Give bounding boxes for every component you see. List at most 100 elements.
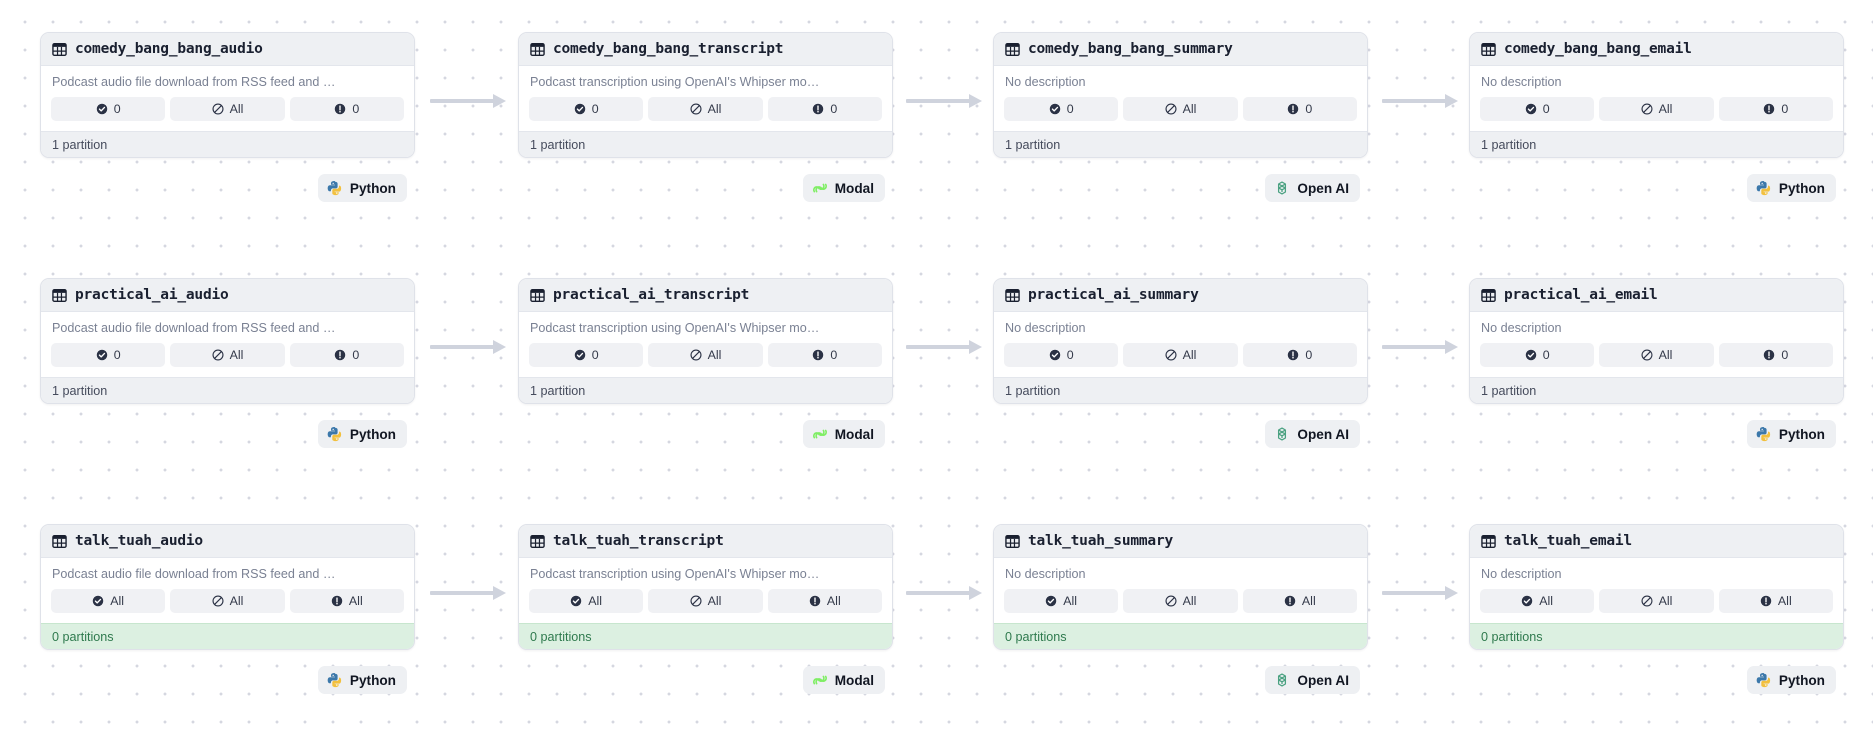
compute-kind-chip[interactable]: Open AI xyxy=(1265,666,1360,694)
partition-count-label: 1 partition xyxy=(1005,383,1061,398)
compute-kind-chip[interactable]: Python xyxy=(317,666,407,694)
status-badge[interactable]: 0 xyxy=(289,343,404,367)
asset-partition-footer[interactable]: 1 partition xyxy=(1470,377,1843,403)
asset-node-header[interactable]: practical_ai_summary xyxy=(994,279,1367,312)
asset-partition-footer[interactable]: 0 partitions xyxy=(1470,623,1843,649)
asset-node-header[interactable]: comedy_bang_bang_email xyxy=(1470,33,1843,66)
status-badge-value: All xyxy=(348,594,363,608)
status-badge[interactable]: 0 xyxy=(51,97,166,121)
status-badge[interactable]: All xyxy=(1242,589,1357,613)
status-badge[interactable]: All xyxy=(529,589,644,613)
status-badge[interactable]: All xyxy=(1123,343,1238,367)
status-badge[interactable]: 0 xyxy=(51,343,166,367)
status-badge[interactable]: All xyxy=(1123,97,1238,121)
asset-node-header[interactable]: talk_tuah_summary xyxy=(994,525,1367,558)
status-badge-value: All xyxy=(707,102,722,116)
compute-kind-chip[interactable]: Open AI xyxy=(1265,174,1360,202)
asset-node-header[interactable]: comedy_bang_bang_audio xyxy=(41,33,414,66)
compute-kind-label: Python xyxy=(1778,426,1825,442)
asset-partition-footer[interactable]: 0 partitions xyxy=(519,623,892,649)
python-logo-icon xyxy=(1756,181,1771,196)
status-badge[interactable]: 0 xyxy=(767,343,882,367)
table-icon xyxy=(1005,534,1020,548)
status-badge[interactable]: All xyxy=(767,589,882,613)
status-badge[interactable]: 0 xyxy=(289,97,404,121)
asset-node-header[interactable]: comedy_bang_bang_summary xyxy=(994,33,1367,66)
asset-partition-footer[interactable]: 1 partition xyxy=(994,377,1367,403)
status-badge[interactable]: 0 xyxy=(1242,343,1357,367)
status-badge[interactable]: All xyxy=(1599,589,1714,613)
asset-node-header[interactable]: practical_ai_email xyxy=(1470,279,1843,312)
compute-kind-chip[interactable]: Python xyxy=(1746,666,1836,694)
compute-kind-chip[interactable]: Python xyxy=(1746,420,1836,448)
asset-node-header[interactable]: talk_tuah_transcript xyxy=(519,525,892,558)
compute-kind-chip[interactable]: Python xyxy=(317,174,407,202)
status-badge[interactable]: 0 xyxy=(529,343,644,367)
partition-count-label: 1 partition xyxy=(1005,137,1061,152)
asset-partition-footer[interactable]: 1 partition xyxy=(994,131,1367,157)
status-badge[interactable]: 0 xyxy=(767,97,882,121)
status-badge[interactable]: All xyxy=(170,343,285,367)
status-badge[interactable]: All xyxy=(1004,589,1119,613)
status-badge-value: All xyxy=(707,348,722,362)
compute-kind-chip[interactable]: Modal xyxy=(802,174,885,202)
status-badge[interactable]: 0 xyxy=(1004,97,1119,121)
table-icon xyxy=(52,42,67,56)
status-badge[interactable]: All xyxy=(648,97,763,121)
asset-partition-footer[interactable]: 1 partition xyxy=(519,377,892,403)
status-badge[interactable]: All xyxy=(648,343,763,367)
status-badge[interactable]: 0 xyxy=(1718,97,1833,121)
asset-partition-footer[interactable]: 1 partition xyxy=(41,377,414,403)
status-badge[interactable]: 0 xyxy=(529,97,644,121)
compute-kind-chip[interactable]: Modal xyxy=(802,420,885,448)
status-badge[interactable]: All xyxy=(1599,97,1714,121)
asset-partition-footer[interactable]: 1 partition xyxy=(41,131,414,157)
status-badge-value: 0 xyxy=(113,102,121,116)
status-badge[interactable]: 0 xyxy=(1004,343,1119,367)
compute-kind-chip[interactable]: Modal xyxy=(802,666,885,694)
status-badge[interactable]: All xyxy=(648,589,763,613)
status-badge[interactable]: 0 xyxy=(1480,97,1595,121)
status-badge[interactable]: 0 xyxy=(1480,343,1595,367)
status-badge[interactable]: All xyxy=(1480,589,1595,613)
asset-partition-footer[interactable]: 0 partitions xyxy=(41,623,414,649)
asset-node-header[interactable]: comedy_bang_bang_transcript xyxy=(519,33,892,66)
compute-kind-chip[interactable]: Python xyxy=(317,420,407,448)
status-badge[interactable]: All xyxy=(170,97,285,121)
status-badge-value: 0 xyxy=(591,102,599,116)
asset-partition-footer[interactable]: 1 partition xyxy=(1470,131,1843,157)
status-badge[interactable]: 0 xyxy=(1718,343,1833,367)
status-badge[interactable]: All xyxy=(289,589,404,613)
status-badge[interactable]: All xyxy=(1599,343,1714,367)
compute-kind-chip[interactable]: Open AI xyxy=(1265,420,1360,448)
asset-partition-footer[interactable]: 0 partitions xyxy=(994,623,1367,649)
asset-node-header[interactable]: practical_ai_audio xyxy=(41,279,414,312)
flow-arrow xyxy=(430,340,506,354)
asset-node-header[interactable]: talk_tuah_email xyxy=(1470,525,1843,558)
compute-kind-chip[interactable]: Python xyxy=(1746,174,1836,202)
status-badge[interactable]: All xyxy=(51,589,166,613)
status-badge[interactable]: 0 xyxy=(1242,97,1357,121)
status-badge-value: All xyxy=(110,594,125,608)
status-badge[interactable]: All xyxy=(170,589,285,613)
status-badge[interactable]: All xyxy=(1718,589,1833,613)
status-badge[interactable]: All xyxy=(1123,589,1238,613)
status-badge-value: All xyxy=(707,594,722,608)
asset-partition-footer[interactable]: 1 partition xyxy=(519,131,892,157)
asset-node-header[interactable]: talk_tuah_audio xyxy=(41,525,414,558)
asset-node-header[interactable]: practical_ai_transcript xyxy=(519,279,892,312)
